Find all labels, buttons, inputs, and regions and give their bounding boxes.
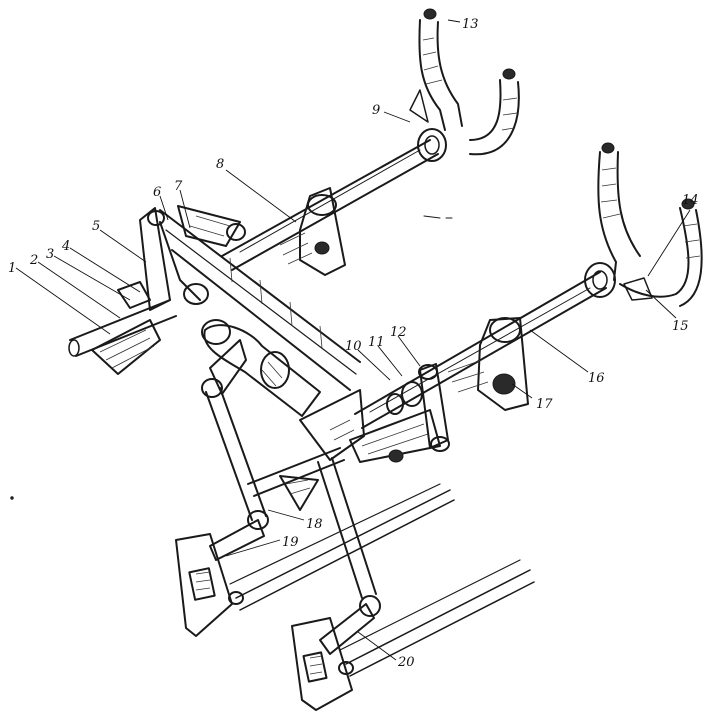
callout-labels: 1 2 3 4 5 6 7 8 9 10 11 12 13 14 15 16 1…	[8, 17, 699, 670]
pedal-bracket-upper	[175, 519, 265, 637]
pedal-bracket-lower	[291, 603, 375, 711]
callout-3: 3	[46, 247, 54, 262]
front-handle-yoke	[584, 142, 703, 307]
callout-6: 6	[153, 185, 161, 200]
callout-13: 13	[462, 17, 479, 32]
callout-17: 17	[536, 397, 553, 412]
right-bellcrank	[349, 363, 450, 463]
callout-19: 19	[282, 535, 299, 550]
floor-rods	[229, 483, 535, 677]
input-shaft-cluster	[68, 205, 246, 375]
callout-4: 4	[61, 239, 70, 254]
callout-2: 2	[29, 253, 38, 268]
central-housing	[203, 324, 365, 461]
callout-9: 9	[372, 103, 380, 118]
rear-cross-shaft	[221, 139, 439, 271]
callout-20: 20	[397, 655, 415, 670]
front-bearing-bracket	[386, 317, 529, 415]
callout-14: 14	[682, 193, 699, 208]
rear-bearing-bracket	[279, 187, 346, 276]
callout-15: 15	[672, 319, 689, 334]
callout-18: 18	[306, 517, 323, 532]
callout-5: 5	[92, 219, 100, 234]
callout-10: 10	[345, 339, 362, 354]
right-push-rod	[317, 457, 381, 617]
leader-lines	[15, 19, 691, 661]
central-beam	[159, 209, 361, 391]
callout-16: 16	[588, 371, 605, 386]
lower-link	[247, 447, 345, 511]
left-push-rod	[201, 339, 269, 530]
callout-8: 8	[216, 157, 224, 172]
callout-11: 11	[368, 335, 385, 350]
rear-handle-yoke	[409, 8, 520, 162]
callout-7: 7	[174, 179, 183, 194]
callout-12: 12	[390, 325, 407, 340]
callout-1: 1	[8, 261, 16, 276]
